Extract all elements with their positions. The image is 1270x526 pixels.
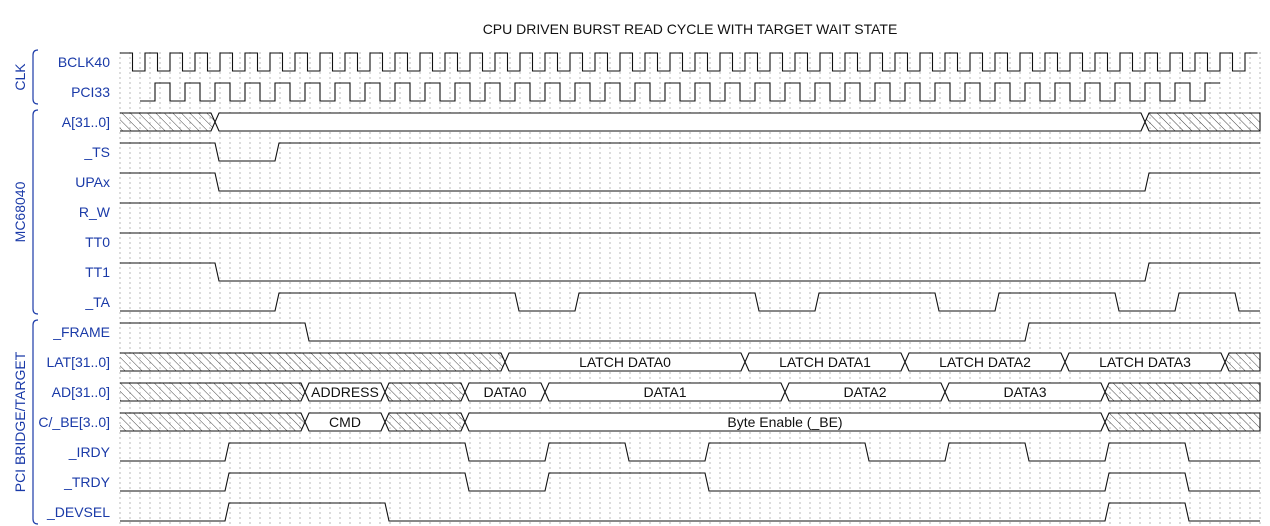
waveform-bclk40: [120, 52, 1258, 72]
waveforms: LATCH DATA0 LATCH DATA1 LATCH DATA2 LATCH D…: [120, 52, 1261, 522]
waveform-c-be-3-0: CMD Byte Enable (_BE): [120, 412, 1261, 432]
bus-label-data0: DATA0: [483, 384, 526, 400]
signal-trace: [120, 172, 1260, 192]
signal-label-frame: _FRAME: [52, 324, 110, 340]
waveform-ts: [120, 142, 1260, 162]
signal-trace: [120, 472, 1260, 492]
diagram-title: CPU DRIVEN BURST READ CYCLE WITH TARGET …: [483, 21, 898, 37]
signal-trace: [120, 442, 1260, 462]
waveform-pci33: [140, 82, 1220, 102]
bus-undefined-segment: [1104, 382, 1261, 402]
group-pci-bridge-target: PCI BRIDGE/TARGET: [12, 319, 39, 525]
bus-label-data1: DATA1: [643, 384, 686, 400]
waveform-upax: [120, 172, 1260, 192]
bus-undefined-segment: [120, 352, 506, 372]
waveform-ad-31-0: ADDRESS DATA0 DATA1 DATA2 DATA3: [120, 382, 1261, 402]
signal-label-tt1: TT1: [85, 264, 110, 280]
group-clk: CLK: [12, 49, 39, 105]
signal-trace: [120, 322, 1260, 342]
group-bracket: [32, 319, 39, 525]
signal-label-ad-31-0: AD[31..0]: [52, 384, 110, 400]
signal-trace: [120, 502, 1260, 522]
bus-label-latch-data3: LATCH DATA3: [1099, 354, 1191, 370]
signal-label-ta: _TA: [84, 294, 110, 310]
bus-label-data2: DATA2: [843, 384, 886, 400]
signal-label-devsel: _DEVSEL: [46, 504, 110, 520]
time-grid: [119, 52, 1261, 524]
bus-label-data3: DATA3: [1003, 384, 1046, 400]
signal-label-a-31-0: A[31..0]: [62, 114, 110, 130]
waveform-lat-31-0: LATCH DATA0 LATCH DATA1 LATCH DATA2 LATCH D…: [120, 352, 1261, 372]
signal-label-c-be-3-0: C/_BE[3..0]: [38, 414, 110, 430]
signal-label-upax: UPAx: [75, 174, 110, 190]
clock-trace: [140, 82, 1220, 102]
group-mc68040: MC68040: [12, 109, 39, 315]
bus-undefined-segment: [1144, 112, 1261, 132]
signal-trace: [120, 292, 1260, 312]
bus-undefined-segment: [1224, 352, 1261, 372]
bus-label-latch-data0: LATCH DATA0: [579, 354, 671, 370]
signal-trace: [120, 262, 1260, 282]
waveform-trdy: [120, 472, 1260, 492]
signal-label-tt0: TT0: [85, 234, 110, 250]
signal-trace: [120, 142, 1260, 162]
clock-trace: [120, 52, 1258, 72]
waveform-a-31-0: [120, 112, 1261, 132]
waveform-irdy: [120, 442, 1260, 462]
waveform-frame: [120, 322, 1260, 342]
group-label: MC68040: [12, 181, 28, 242]
bus-label-address: ADDRESS: [311, 384, 379, 400]
signal-label-bclk40: BCLK40: [58, 54, 110, 70]
waveform-tt1: [120, 262, 1260, 282]
signal-label-lat-31-0: LAT[31..0]: [46, 354, 110, 370]
bus-label-latch-data2: LATCH DATA2: [939, 354, 1031, 370]
bus-label-cmd: CMD: [329, 414, 361, 430]
bus-valid-segment: [214, 112, 1146, 132]
waveform-devsel: [120, 502, 1260, 522]
signal-label-irdy: _IRDY: [68, 444, 111, 460]
bus-undefined-segment: [384, 382, 466, 402]
group-bracket: [32, 109, 39, 315]
waveform-ta: [120, 292, 1260, 312]
bus-undefined-segment: [120, 382, 306, 402]
group-label: CLK: [12, 63, 28, 91]
bus-undefined-segment: [1104, 412, 1261, 432]
group-label: PCI BRIDGE/TARGET: [12, 351, 28, 492]
bus-label-byte-enable-be: Byte Enable (_BE): [727, 414, 842, 430]
signal-label-trdy: _TRDY: [63, 474, 111, 490]
bus-undefined-segment: [120, 412, 306, 432]
signal-label-pci33: PCI33: [71, 84, 110, 100]
signal-label-r-w: R_W: [79, 204, 111, 220]
group-bracket: [32, 49, 39, 105]
signal-label-ts: _TS: [83, 144, 110, 160]
bus-undefined-segment: [120, 112, 216, 132]
bus-undefined-segment: [384, 412, 466, 432]
bus-label-latch-data1: LATCH DATA1: [779, 354, 871, 370]
